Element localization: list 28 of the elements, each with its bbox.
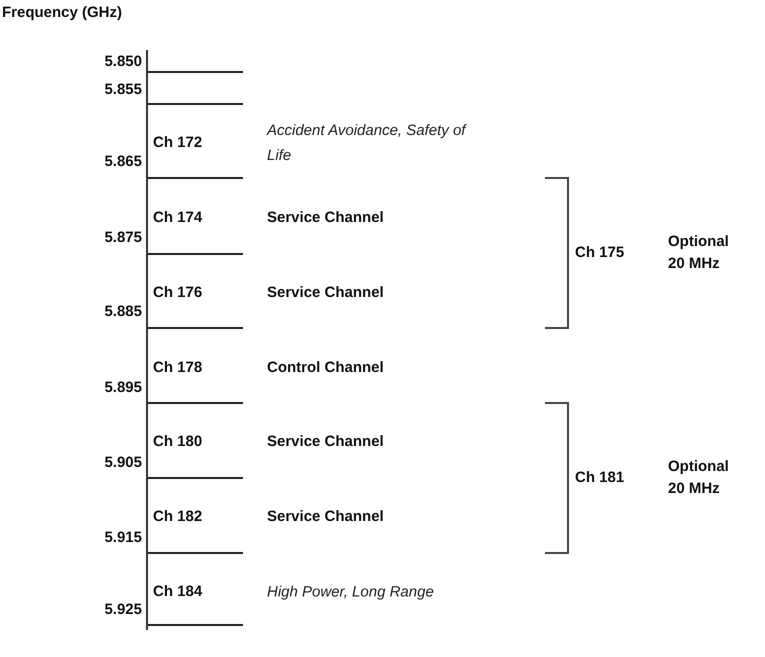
- channel-label: Ch 176: [153, 283, 202, 303]
- frequency-value: 5.915: [104, 528, 142, 548]
- bandwidth-note: Optional 20 MHz: [668, 232, 730, 274]
- channel-label: Ch 178: [153, 358, 202, 378]
- channel-label: Ch 174: [153, 208, 202, 228]
- frequency-value: 5.875: [104, 228, 142, 248]
- channel-label: Ch 182: [153, 507, 202, 527]
- channel-label: Ch 181: [575, 468, 624, 488]
- frequency-value: 5.850: [104, 52, 142, 72]
- frequency-value: 5.855: [104, 80, 142, 100]
- channel-description: Control Channel: [267, 358, 384, 378]
- channel-description: Service Channel: [267, 507, 384, 527]
- channel-description: Service Channel: [267, 208, 384, 228]
- channel-description: Service Channel: [267, 432, 384, 452]
- channel-label: Ch 180: [153, 432, 202, 452]
- channel-label: Ch 175: [575, 243, 624, 263]
- frequency-value: 5.925: [104, 600, 142, 620]
- bandwidth-note: Optional 20 MHz: [668, 457, 730, 499]
- channel-description: Service Channel: [267, 283, 384, 303]
- frequency-value: 5.885: [104, 302, 142, 322]
- channel-description: High Power, Long Range: [267, 582, 435, 602]
- channel-description: Accident Avoidance, Safety of Life: [267, 121, 467, 166]
- channel-label: Ch 184: [153, 582, 202, 602]
- frequency-value: 5.865: [104, 152, 142, 172]
- axis-title: Frequency (GHz): [2, 3, 122, 23]
- frequency-value: 5.905: [104, 453, 142, 473]
- channel-label: Ch 172: [153, 133, 202, 153]
- frequency-value: 5.895: [104, 378, 142, 398]
